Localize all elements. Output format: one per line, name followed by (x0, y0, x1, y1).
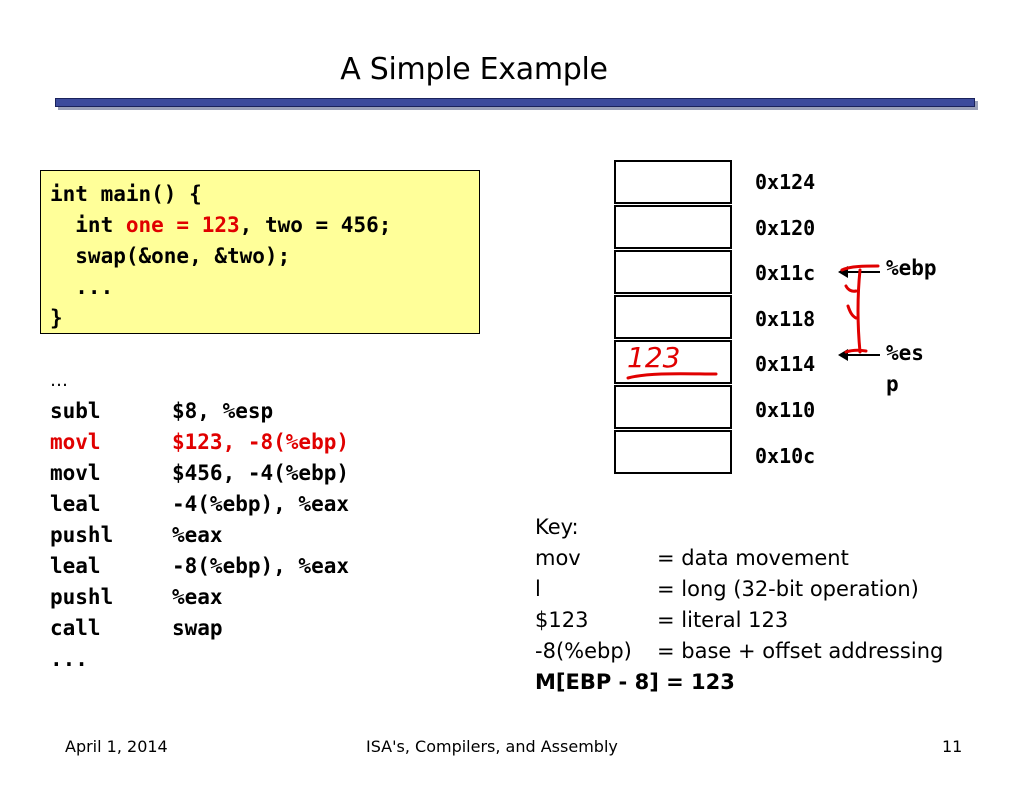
code-line-2: int one = 123, two = 456; (50, 210, 479, 241)
key-desc: = base + offset addressing (657, 639, 944, 663)
code-line-3: swap(&one, &two); (50, 244, 291, 268)
code-line-2-post: , two = 456; (239, 213, 392, 237)
asm-op: call (50, 616, 101, 640)
key-row: $123 = literal 123 (535, 605, 943, 636)
footer-page-number: 11 (942, 737, 963, 756)
key-row: l = long (32-bit operation) (535, 574, 943, 605)
asm-op: leal (50, 492, 101, 516)
key-desc: = long (32-bit operation) (657, 577, 919, 601)
handwritten-bracket-icon (840, 264, 880, 354)
stack-cell (614, 205, 732, 249)
code-line-2-highlight: one = 123 (125, 213, 240, 237)
stack-cell (614, 385, 732, 429)
asm-op: pushl (50, 585, 114, 609)
key-term: -8(%ebp) (535, 639, 632, 663)
page-title: A Simple Example (340, 52, 608, 87)
asm-args: $456, -4(%ebp) (172, 461, 350, 485)
asm-args: $8, %esp (172, 399, 274, 423)
c-code-box: int main() { int one = 123, two = 456; s… (40, 170, 480, 334)
esp-label-line1: %es (886, 341, 924, 365)
key-row: mov = data movement (535, 543, 943, 574)
key-term: l (535, 577, 541, 601)
key-heading: Key: (535, 515, 579, 539)
code-line-2-pre: int (50, 213, 126, 237)
code-line-4: ... (50, 275, 114, 299)
asm-row-highlighted: movl $123, -8(%ebp) (50, 427, 349, 458)
stack-cell (614, 430, 732, 474)
asm-op: subl (50, 399, 101, 423)
footer-date: April 1, 2014 (65, 737, 168, 756)
asm-row: leal -8(%ebp), %eax (50, 551, 349, 582)
title-divider (55, 98, 975, 107)
handwritten-value: 123 (627, 341, 680, 374)
stack-address: 0x114 (755, 352, 816, 376)
key-term: $123 (535, 608, 589, 632)
asm-args: -8(%ebp), %eax (172, 554, 350, 578)
asm-args: $123, -8(%ebp) (172, 430, 350, 454)
asm-row: pushl %eax (50, 520, 349, 551)
asm-trailing: ... (50, 647, 88, 671)
stack-address: 0x10c (755, 444, 816, 468)
asm-args: %eax (172, 523, 223, 547)
asm-args: swap (172, 616, 223, 640)
asm-row: movl $456, -4(%ebp) (50, 458, 349, 489)
asm-op: pushl (50, 523, 114, 547)
asm-op: movl (50, 430, 101, 454)
handwritten-underline-icon (626, 372, 718, 380)
stack-cell (614, 295, 732, 339)
asm-op: movl (50, 461, 101, 485)
legend-key: Key: mov = data movement l = long (32-bit … (535, 512, 943, 698)
ebp-label: %ebp (886, 256, 937, 280)
key-summary: M[EBP - 8] = 123 (535, 670, 735, 694)
key-row: -8(%ebp) = base + offset addressing (535, 636, 943, 667)
asm-op: leal (50, 554, 101, 578)
stack-address: 0x120 (755, 216, 816, 240)
stack-address: 0x118 (755, 307, 816, 331)
stack-cell (614, 250, 732, 294)
key-term: mov (535, 546, 581, 570)
key-desc: = data movement (657, 546, 849, 570)
stack-address: 0x110 (755, 398, 816, 422)
stack-diagram (614, 160, 732, 475)
key-desc: = literal 123 (657, 608, 789, 632)
footer-course: ISA's, Compilers, and Assembly (366, 737, 618, 756)
asm-row: call swap (50, 613, 349, 644)
asm-args: -4(%ebp), %eax (172, 492, 350, 516)
stack-address: 0x124 (755, 170, 816, 194)
esp-label-line2: p (886, 372, 899, 396)
stack-address: 0x11c (755, 261, 816, 285)
asm-row: pushl %eax (50, 582, 349, 613)
assembly-ellipsis: … (50, 370, 68, 391)
stack-cell (614, 160, 732, 204)
asm-row: leal -4(%ebp), %eax (50, 489, 349, 520)
asm-row: subl $8, %esp (50, 396, 349, 427)
asm-args: %eax (172, 585, 223, 609)
assembly-listing: … subl $8, %esp movl $123, -8(%ebp) movl $4… (50, 366, 349, 675)
code-line-1: int main() { (50, 182, 202, 206)
code-line-5: } (50, 306, 63, 330)
